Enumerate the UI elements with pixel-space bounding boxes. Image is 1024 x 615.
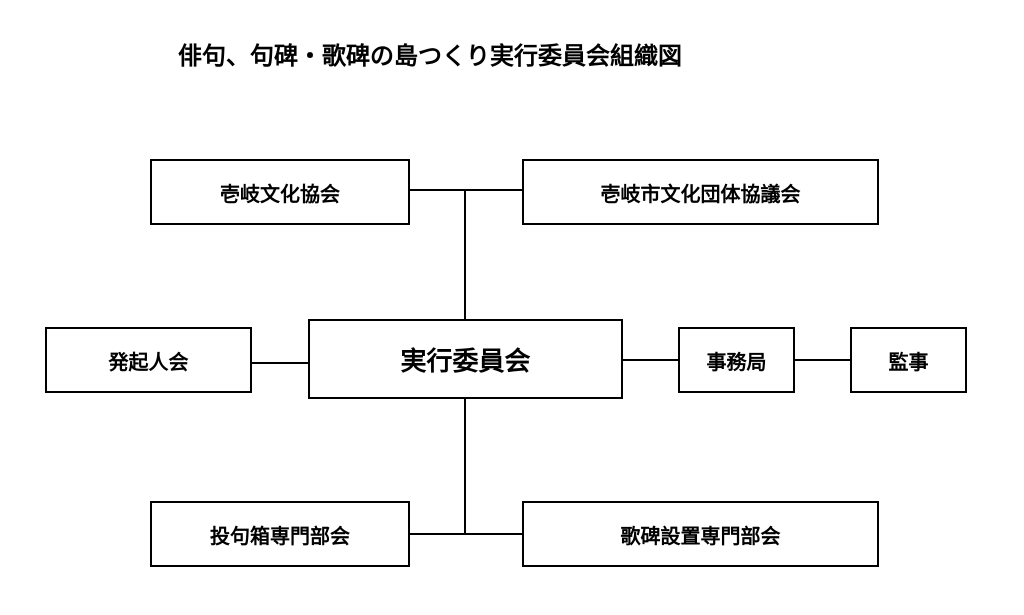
node-iki-bunka-kyokai: 壱岐文化協会 <box>150 159 410 225</box>
node-kanji: 監事 <box>850 327 967 393</box>
connector-left <box>251 362 309 364</box>
node-jimukyoku: 事務局 <box>678 327 795 393</box>
node-kahi-secchi-senmon-bukai: 歌碑設置専門部会 <box>522 501 879 567</box>
node-hokinin-kai: 発起人会 <box>45 327 252 393</box>
connector-top-trunk <box>464 189 466 320</box>
connector-jimukyoku-kanji <box>794 359 851 361</box>
node-iki-bunka-dantai-kyogikai: 壱岐市文化団体協議会 <box>522 159 879 225</box>
node-tokubako-senmon-bukai: 投句箱専門部会 <box>150 501 410 567</box>
connector-top <box>409 189 523 191</box>
connector-bottom-trunk <box>464 398 466 535</box>
connector-right <box>622 359 679 361</box>
node-jikko-iinkai: 実行委員会 <box>308 319 623 399</box>
diagram-title: 俳句、句碑・歌碑の島つくり実行委員会組織図 <box>178 42 682 70</box>
connector-bottom <box>409 533 523 535</box>
